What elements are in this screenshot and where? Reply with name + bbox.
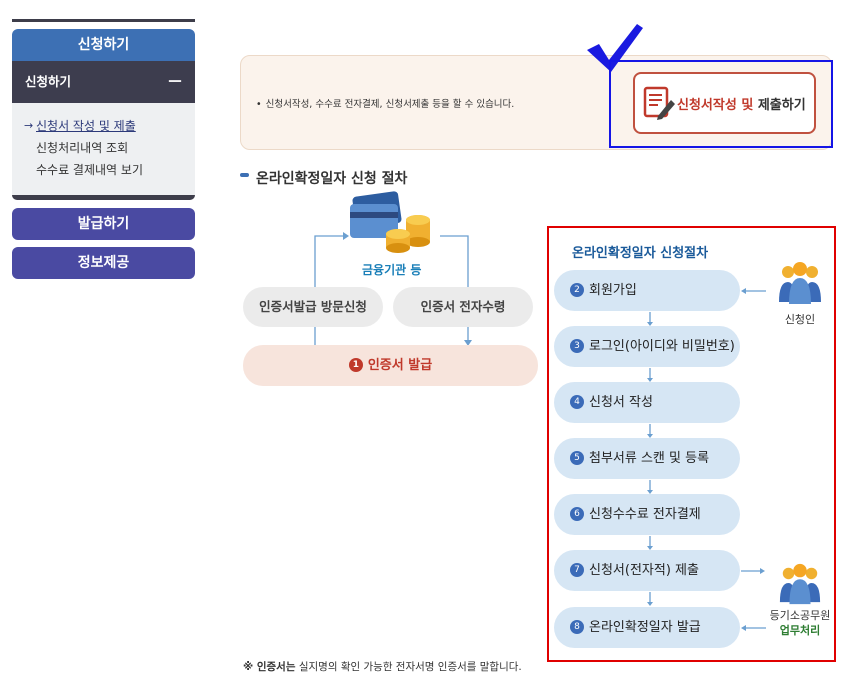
step-number-badge: 1: [348, 357, 363, 372]
bank-label: 금융기관 등: [362, 263, 422, 277]
sidebar-item-write-submit[interactable]: → 신청서 작성 및 제출: [12, 115, 195, 137]
sidebar-info-menu[interactable]: 정보제공: [12, 247, 195, 279]
footnote: ※ 인증서는 실지명의 확인 가능한 전자서명 인증서를 말합니다.: [243, 661, 522, 673]
procedure-title: 온라인확정일자 신청절차: [572, 246, 709, 261]
visit-application-pill: 인증서발급 방문신청: [243, 287, 383, 327]
arrow-right-icon: →: [24, 119, 34, 132]
card-coins-icon: [350, 191, 430, 253]
apply-write-submit-button[interactable]: 신청서작성 및 제출하기: [633, 72, 816, 134]
sidebar-bottom-border: [12, 195, 195, 200]
highlight-frame-blue: [609, 60, 833, 148]
sidebar-apply-menu[interactable]: 신청하기: [12, 29, 195, 61]
sidebar-issue-menu[interactable]: 발급하기: [12, 208, 195, 240]
highlight-frame-red: [547, 226, 836, 662]
sidebar-top-border: [12, 19, 195, 22]
sidebar-submenu-header[interactable]: 신청하기 －: [12, 61, 195, 103]
people-icon: [779, 563, 821, 605]
people-icon: [779, 262, 821, 304]
checkmark-icon: [587, 24, 643, 72]
sidebar-submenu-title: 신청하기: [25, 74, 72, 89]
section-bullet: [240, 173, 249, 177]
section-title: 온라인확정일자 신청 절차: [256, 171, 408, 187]
sidebar-submenu-list: → 신청서 작성 및 제출 신청처리내역 조회 수수료 결제내역 보기: [12, 103, 195, 195]
applicant-label: 신청인: [784, 313, 816, 326]
sidebar-item-fee-history[interactable]: 수수료 결제내역 보기: [36, 163, 143, 177]
info-text: 신청서작성, 수수료 전자결제, 신청서제출 등을 할 수 있습니다.: [256, 96, 515, 110]
sidebar-item-history[interactable]: 신청처리내역 조회: [36, 141, 129, 155]
document-pen-icon: [643, 86, 675, 120]
electronic-receive-pill: 인증서 전자수령: [393, 287, 533, 327]
apply-button-label: 신청서작성 및 제출하기: [677, 98, 806, 113]
collapse-icon[interactable]: －: [166, 72, 183, 91]
officer-label: 등기소공무원 업무처리: [769, 609, 831, 637]
